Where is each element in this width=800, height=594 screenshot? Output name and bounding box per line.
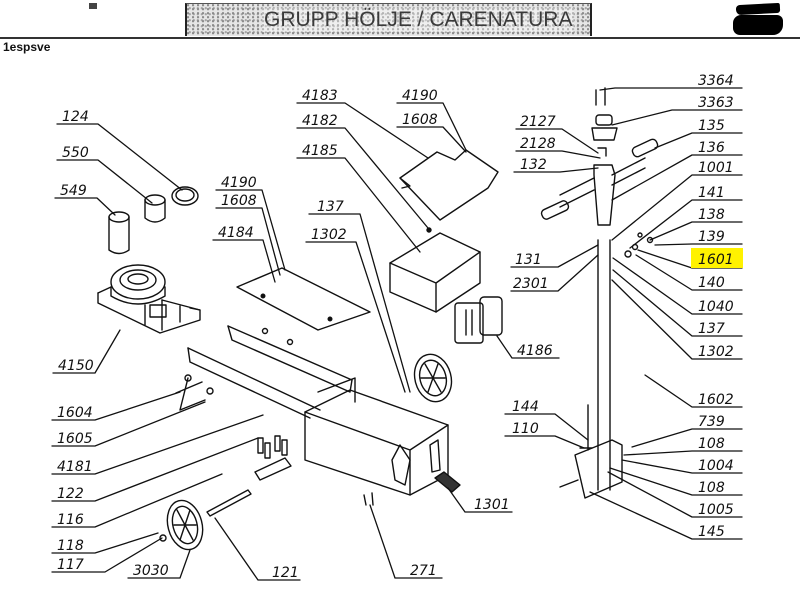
- callout-4181: 4181: [57, 459, 93, 475]
- callout-140: 140: [698, 275, 725, 291]
- callout-550: 550: [62, 145, 89, 161]
- callout-4190-top: 4190: [402, 88, 438, 104]
- callout-549: 549: [60, 183, 87, 199]
- leader-lines: [51, 87, 743, 581]
- part-mechanism-4150: [97, 264, 201, 334]
- redaction-mark: [733, 15, 783, 35]
- callout-145: 145: [698, 524, 725, 540]
- callout-144: 144: [512, 399, 539, 415]
- callout-1602: 1602: [698, 392, 734, 408]
- part-bushing-550: [144, 194, 166, 223]
- callout-108-b: 108: [698, 480, 725, 496]
- callout-1302-right: 1302: [698, 344, 734, 360]
- part-axle-121: [206, 489, 252, 517]
- callout-1301: 1301: [474, 497, 510, 513]
- document-code: 1espsve: [3, 40, 51, 54]
- callout-131: 131: [515, 252, 542, 268]
- callout-271: 271: [410, 563, 437, 579]
- callout-2127: 2127: [520, 114, 556, 130]
- callout-4190-left: 4190: [221, 175, 257, 191]
- part-panel-4184: [236, 267, 371, 331]
- part-ring-124: [171, 186, 199, 206]
- callout-108-a: 108: [698, 436, 725, 452]
- part-wheel-mid: [413, 353, 453, 403]
- callout-118: 118: [57, 538, 84, 554]
- part-base-tray: [304, 377, 449, 496]
- callout-1605: 1605: [57, 431, 93, 447]
- callout-121: 121: [272, 565, 299, 581]
- part-grip-1301: [434, 471, 461, 493]
- callout-1004: 1004: [698, 458, 734, 474]
- page-title: GRUPP HÖLJE / CARENATURA: [262, 8, 575, 32]
- callout-labels: 124 550 549 4150 4190 1608 4184 4183 418…: [57, 73, 734, 581]
- callout-1608-top: 1608: [402, 112, 438, 128]
- callout-4150: 4150: [58, 358, 94, 374]
- callout-3364: 3364: [698, 73, 734, 89]
- header-divider: [0, 37, 800, 39]
- callout-138: 138: [698, 207, 725, 223]
- callout-739: 739: [698, 414, 725, 430]
- callout-2301: 2301: [513, 276, 549, 292]
- callout-4182: 4182: [302, 113, 338, 129]
- callout-3363: 3363: [698, 95, 734, 111]
- callout-1604: 1604: [57, 405, 93, 421]
- callout-1608-left: 1608: [221, 193, 257, 209]
- callout-137-mid: 137: [317, 199, 344, 215]
- part-pins-271: [363, 492, 374, 506]
- callout-1001: 1001: [698, 160, 734, 176]
- callout-1601: 1601: [698, 252, 734, 268]
- title-banner: GRUPP HÖLJE / CARENATURA: [185, 3, 592, 36]
- part-top-plate-4183: [399, 149, 499, 233]
- callout-2128: 2128: [520, 136, 556, 152]
- part-handle-assembly: [540, 87, 659, 499]
- callout-4186: 4186: [517, 343, 553, 359]
- callout-135: 135: [698, 118, 725, 134]
- callout-3030: 3030: [133, 563, 169, 579]
- part-box-4185: [389, 232, 481, 313]
- part-frame-rails: [187, 325, 353, 419]
- part-motor-4186: [454, 296, 503, 344]
- callout-1040: 1040: [698, 299, 734, 315]
- callout-122: 122: [57, 486, 84, 502]
- callout-124: 124: [62, 109, 89, 125]
- callout-116: 116: [57, 512, 84, 528]
- callout-4184: 4184: [218, 225, 254, 241]
- callout-1302-mid: 1302: [311, 227, 347, 243]
- scan-artifact: [89, 3, 97, 9]
- callout-4183: 4183: [302, 88, 338, 104]
- callout-139: 139: [698, 229, 725, 245]
- part-wheel-3030: [159, 499, 204, 551]
- part-bushing-549: [108, 211, 130, 255]
- callout-141: 141: [698, 185, 725, 201]
- highlight-1601: [691, 248, 743, 268]
- callout-132: 132: [520, 157, 547, 173]
- callout-1005: 1005: [698, 502, 734, 518]
- callout-117: 117: [57, 557, 84, 573]
- part-bracket-1604-1605: [175, 374, 214, 411]
- callout-4185: 4185: [302, 143, 338, 159]
- part-connectors-4181-122: [254, 435, 292, 481]
- callout-137-right: 137: [698, 321, 725, 337]
- callout-110: 110: [512, 421, 539, 437]
- callout-136: 136: [698, 140, 725, 156]
